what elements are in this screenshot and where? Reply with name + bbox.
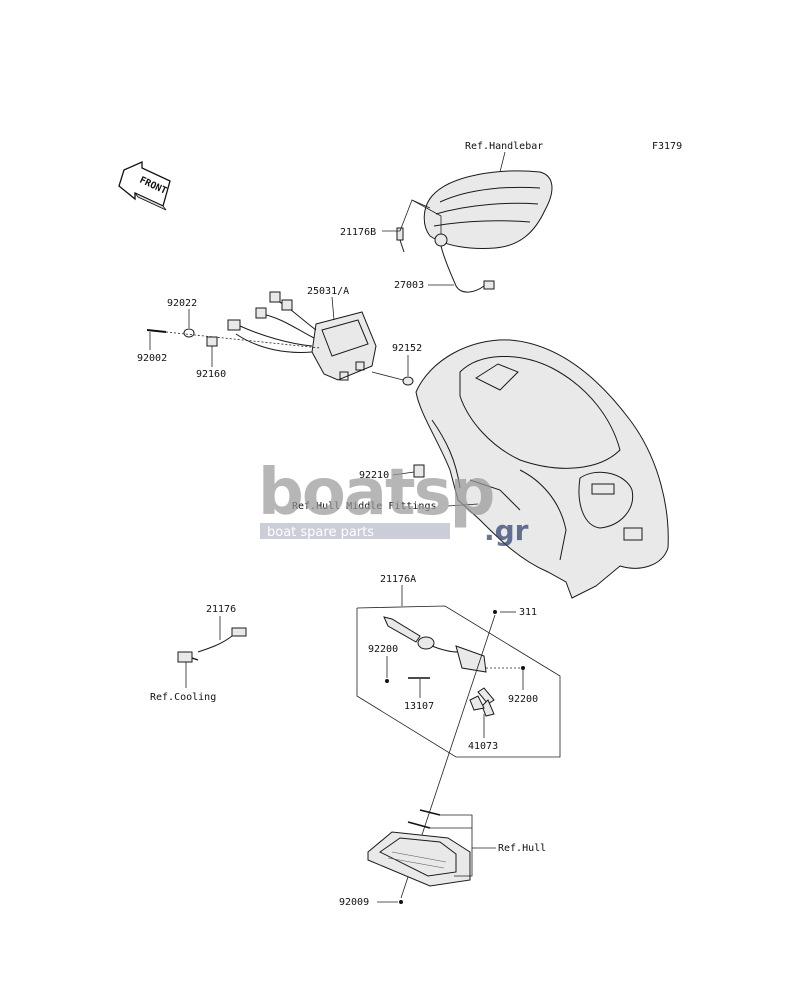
label-92009: 92009 (339, 897, 369, 908)
label-13107: 13107 (404, 701, 434, 712)
bracket-ref-hull (440, 814, 473, 877)
washer-92152 (402, 376, 414, 386)
switch-21176B (396, 227, 405, 253)
watermark-tagline: boat spare parts (267, 525, 374, 540)
label-92152: 92152 (392, 343, 422, 354)
label-92210: 92210 (359, 470, 389, 481)
label-21176B: 21176B (340, 227, 376, 238)
washer-92022 (183, 328, 195, 338)
boatsp-watermark-logo: boatsp .gr boat spare parts (258, 456, 529, 547)
screw-311 (493, 610, 497, 614)
label-41073: 41073 (468, 741, 498, 752)
label-92200-right: 92200 (508, 694, 538, 705)
handlebar-cover (423, 170, 553, 249)
screw-92200-left (385, 679, 389, 683)
label-ref-cooling: Ref.Cooling (150, 692, 216, 703)
leader-25031A (331, 296, 335, 321)
wire-27003 (434, 233, 495, 293)
watermark-suffix: .gr (484, 514, 529, 547)
leader-ref-handlebar (499, 151, 506, 173)
label-92022: 92022 (167, 298, 197, 309)
label-92160: 92160 (196, 369, 226, 380)
group-box-21176A (356, 605, 561, 758)
label-27003: 27003 (394, 280, 424, 291)
label-ref-handlebar: Ref.Handlebar (465, 141, 543, 152)
sensor-21176 (177, 627, 247, 663)
label-25031A: 25031/A (307, 286, 349, 297)
watermark-brand: boatsp (258, 456, 493, 530)
leader-92210 (392, 471, 415, 476)
bracket-41073 (469, 687, 495, 717)
label-21176A: 21176A (380, 574, 416, 585)
label-ref-hull-middle: Ref.Hull Middle Fittings (292, 501, 437, 512)
meter-25031A (227, 291, 377, 381)
figure-code: F3179 (652, 141, 682, 152)
label-21176: 21176 (206, 604, 236, 615)
clip-92210 (413, 464, 425, 478)
hull-bottom-piece (367, 809, 471, 887)
label-92002: 92002 (137, 353, 167, 364)
screw-92200-right (521, 666, 525, 670)
bolt-92002 (146, 329, 167, 333)
label-92200-left: 92200 (368, 644, 398, 655)
label-ref-hull: Ref.Hull (498, 843, 546, 854)
front-arrow-icon: FRONT (118, 160, 171, 211)
hull-middle-fittings (415, 339, 669, 599)
screw-92009 (399, 900, 403, 904)
label-311: 311 (519, 607, 537, 618)
leader-ref-hull-middle (447, 503, 479, 507)
sensor-21176A (383, 616, 487, 673)
grommet-92160 (206, 336, 218, 347)
